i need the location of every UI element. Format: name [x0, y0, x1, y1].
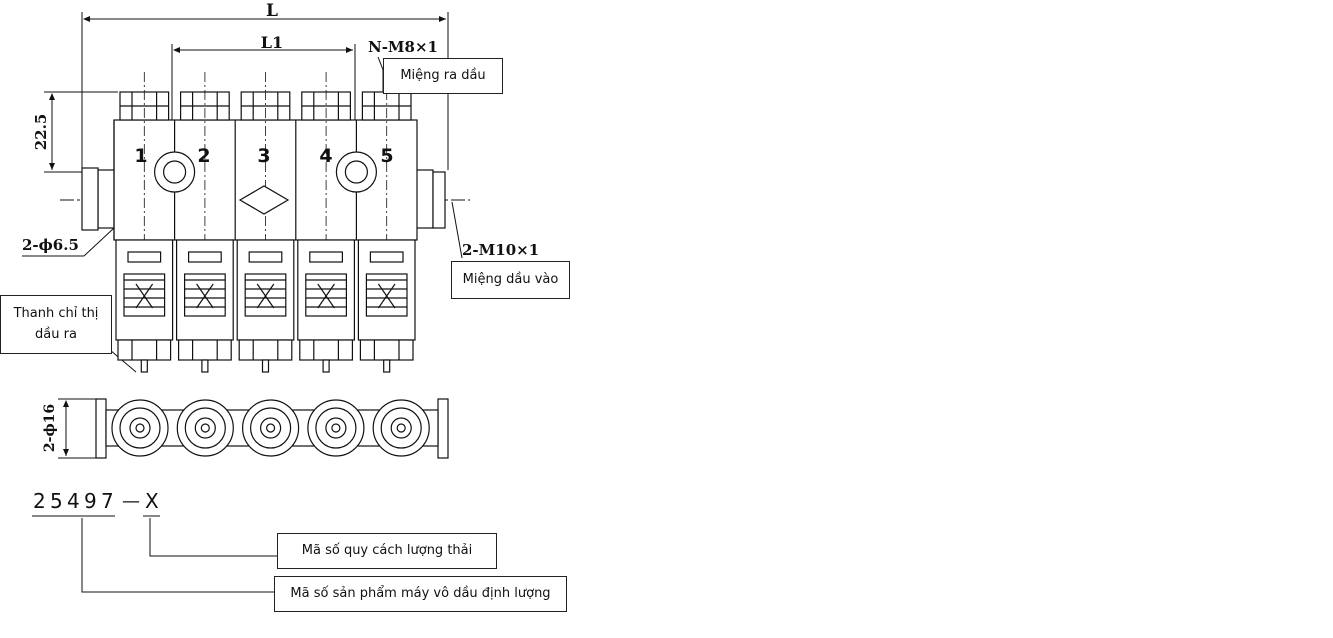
inlet-boss-right — [414, 169, 434, 229]
dim-inlet-thread-label: 2-M10×1 — [462, 241, 539, 259]
dim-outlet-thread-label: N-M8×1 — [368, 38, 438, 56]
callout-product-code: Mã số sản phẩm máy vô dầu định lượng — [274, 576, 567, 612]
nameplate-diamond — [238, 185, 290, 215]
piston-cross — [196, 283, 214, 309]
hex-nut-bottom — [238, 339, 293, 361]
indicator-window — [309, 251, 343, 263]
dim-mount-hole-label: 2-ϕ6.5 — [22, 236, 79, 254]
outlet-numbers: 1 2 3 4 5 — [134, 145, 393, 167]
dim-height-label: 22.5 — [32, 114, 50, 151]
indicator-rod — [322, 359, 330, 373]
outlet-number: 1 — [134, 145, 147, 167]
outlet-bore — [331, 423, 341, 433]
outlet-bore — [266, 423, 276, 433]
piston-cross — [317, 283, 335, 309]
outlet-number: 2 — [197, 145, 210, 167]
part-number-dash: — — [122, 491, 140, 512]
outlet-bore — [135, 423, 145, 433]
callout-inlet-port: Miệng dầu vào — [451, 261, 570, 299]
end-flange-right — [437, 398, 449, 459]
inlet-port-left — [81, 167, 99, 231]
outlet-number: 3 — [257, 145, 270, 167]
hex-nut-bottom — [117, 339, 172, 361]
part-number-digit: 2 — [33, 489, 46, 513]
piston-cross — [256, 283, 275, 309]
dim-width-label: 2-ϕ16 — [42, 404, 58, 452]
indicator-rod — [201, 359, 209, 373]
indicator-rod — [261, 359, 270, 373]
indicator-rod — [383, 359, 391, 373]
inlet-boss-left — [97, 169, 117, 229]
part-number-suffix: X — [145, 489, 159, 513]
piston-cross — [377, 283, 396, 309]
outlet-number: 5 — [380, 145, 393, 167]
outlet-port-hole — [163, 160, 187, 184]
piston-housing — [365, 273, 408, 317]
hex-nut-bottom — [299, 339, 353, 361]
callout-indicator-bar: Thanh chỉ thị dầu ra — [0, 295, 112, 354]
part-number-digit: 7 — [101, 489, 114, 513]
outlet-bore — [200, 423, 210, 433]
part-number-digit: 4 — [67, 489, 80, 513]
hex-nut-bottom — [359, 339, 414, 361]
outlet-number: 4 — [319, 145, 332, 167]
dim-L1-label: L1 — [261, 33, 283, 52]
indicator-rod — [140, 359, 148, 373]
part-number-digit: 5 — [50, 489, 63, 513]
callout-indicator-bar-line2: dầu ra — [35, 326, 77, 342]
indicator-window — [188, 251, 222, 263]
front-view — [81, 72, 446, 373]
top-view — [95, 398, 449, 459]
indicator-window — [369, 251, 404, 263]
part-number-digit: 9 — [84, 489, 97, 513]
hex-nut-bottom — [178, 339, 232, 361]
outlet-port-hole — [344, 160, 368, 184]
inlet-port-right — [432, 171, 446, 229]
piston-cross — [135, 283, 154, 309]
outlet-bore — [396, 423, 406, 433]
end-flange-left — [95, 398, 107, 459]
dim-L-label: L — [266, 1, 278, 21]
callout-indicator-bar-line1: Thanh chỉ thị — [13, 305, 99, 321]
indicator-window — [127, 251, 162, 263]
callout-discharge-code: Mã số quy cách lượng thải — [277, 533, 497, 569]
callout-outlet-port: Miệng ra dầu — [383, 58, 503, 94]
indicator-window — [248, 251, 283, 263]
